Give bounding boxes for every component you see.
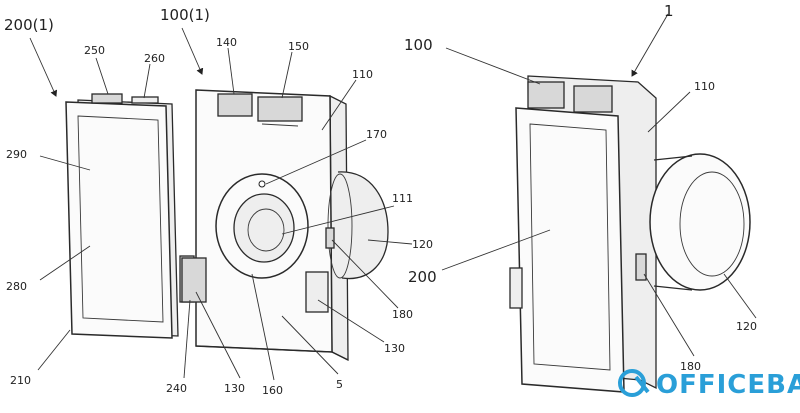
label-140: 140	[216, 36, 237, 49]
top-block-left	[527, 81, 565, 109]
label-170: 170	[366, 128, 387, 141]
label-210: 210	[10, 374, 31, 387]
top-button-250	[91, 93, 123, 104]
top-block-right	[573, 85, 613, 113]
label-290: 290	[6, 148, 27, 161]
top-button-260	[131, 96, 159, 104]
side-button-180-right	[635, 253, 647, 281]
lens-120	[649, 153, 751, 291]
lens-111	[233, 193, 295, 263]
label-240: 240	[166, 382, 187, 395]
reference-labels: 200(1) 100(1) 250 260 140 150 110 170 29…	[4, 2, 757, 397]
label-280: 280	[6, 280, 27, 293]
label-250: 250	[84, 44, 105, 57]
label-150: 150	[288, 40, 309, 53]
screen-device-left	[65, 93, 195, 339]
watermark: OFFICEBA	[618, 369, 800, 400]
label-160: 160	[262, 384, 283, 397]
camera-module-middle	[181, 89, 389, 362]
label-130-b: 130	[224, 382, 245, 395]
cr-logo-icon	[618, 369, 650, 397]
clip-130-right	[305, 271, 329, 313]
display-panel	[77, 115, 164, 323]
label-260: 260	[144, 52, 165, 65]
slot-150	[257, 96, 303, 122]
indicator-170	[258, 180, 266, 188]
label-111: 111	[392, 192, 413, 205]
label-120-a: 120	[412, 238, 433, 251]
label-100: 100	[404, 36, 433, 54]
label-5: 5	[336, 378, 343, 391]
label-180-a: 180	[392, 308, 413, 321]
clip-130-left	[181, 257, 207, 303]
label-120-b: 120	[736, 320, 757, 333]
label-130-a: 130	[384, 342, 405, 355]
label-110-b: 110	[694, 80, 715, 93]
leader-lines	[29, 13, 757, 381]
label-200: 200	[408, 268, 437, 286]
label-110-a: 110	[352, 68, 373, 81]
watermark-text: OFFICEBA	[656, 370, 800, 400]
label-100-1: 100(1)	[160, 6, 210, 24]
side-button-180	[325, 227, 335, 249]
label-180-b: 180	[680, 360, 701, 373]
label-200-1: 200(1)	[4, 16, 54, 34]
display-panel-right	[529, 123, 611, 371]
slot-140	[217, 93, 253, 117]
label-1: 1	[664, 2, 674, 20]
assembled-device-right	[509, 75, 751, 393]
